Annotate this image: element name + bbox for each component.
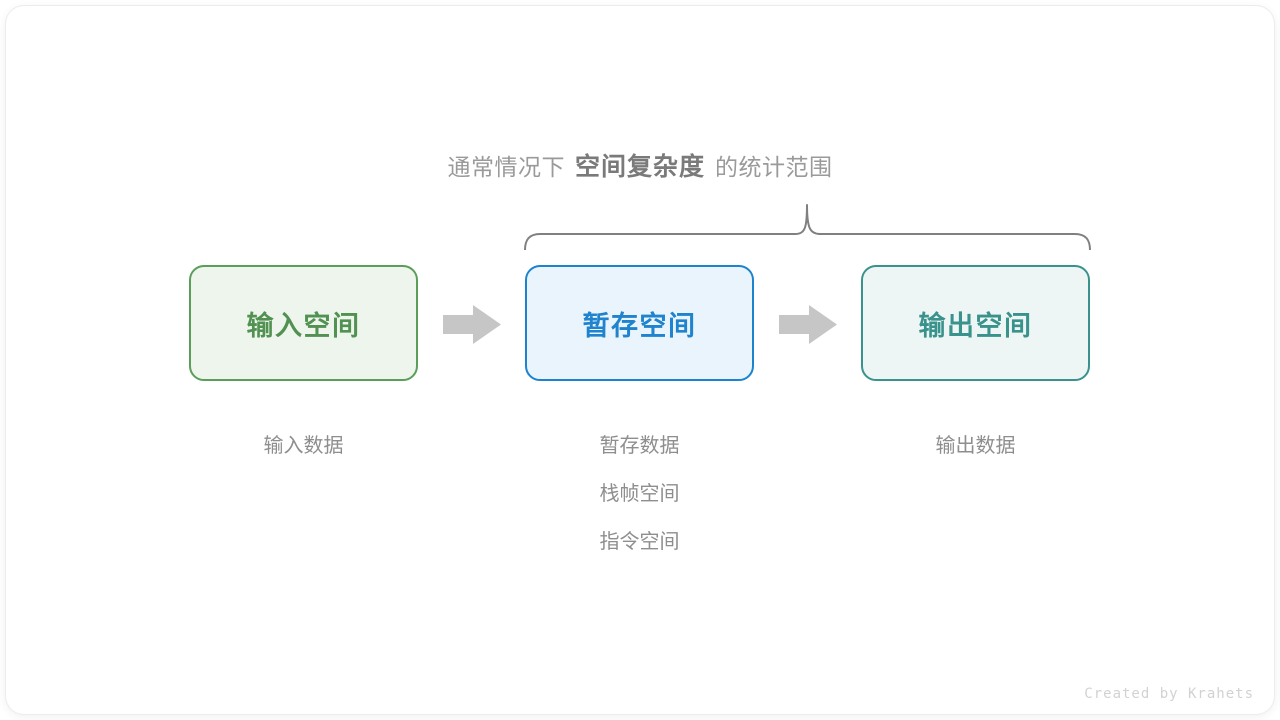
heading-prefix: 通常情况下 [447, 154, 565, 180]
stage-box-input[interactable]: 输入空间 [189, 265, 418, 381]
stage-box-output[interactable]: 输出空间 [861, 265, 1090, 381]
caption-item: 输入数据 [263, 435, 344, 457]
arrow-right-icon [443, 305, 501, 344]
scope-brace [515, 198, 1100, 251]
figure-heading: 通常情况下空间复杂度的统计范围 [0, 150, 1280, 184]
caption-item: 暂存数据 [599, 435, 680, 457]
caption-group-input: 输入数据 [189, 422, 418, 470]
stage-box-input-label: 输入空间 [246, 310, 361, 341]
stage-box-temp[interactable]: 暂存空间 [525, 265, 754, 381]
caption-item: 栈帧空间 [599, 483, 680, 505]
stage-row: 输入空间 暂存空间 输出空间 [0, 265, 1280, 381]
watermark-credit: Created by Krahets [1084, 686, 1254, 702]
caption-item: 指令空间 [599, 531, 680, 553]
stage-box-temp-label: 暂存空间 [582, 310, 697, 341]
arrow-right-icon [779, 305, 837, 344]
heading-suffix: 的统计范围 [715, 154, 833, 180]
stage-box-output-label: 输出空间 [918, 310, 1033, 341]
caption-group-temp: 暂存数据 栈帧空间 指令空间 [525, 422, 754, 566]
caption-group-output: 输出数据 [861, 422, 1090, 470]
caption-item: 输出数据 [935, 435, 1016, 457]
heading-emphasis: 空间复杂度 [574, 153, 705, 181]
